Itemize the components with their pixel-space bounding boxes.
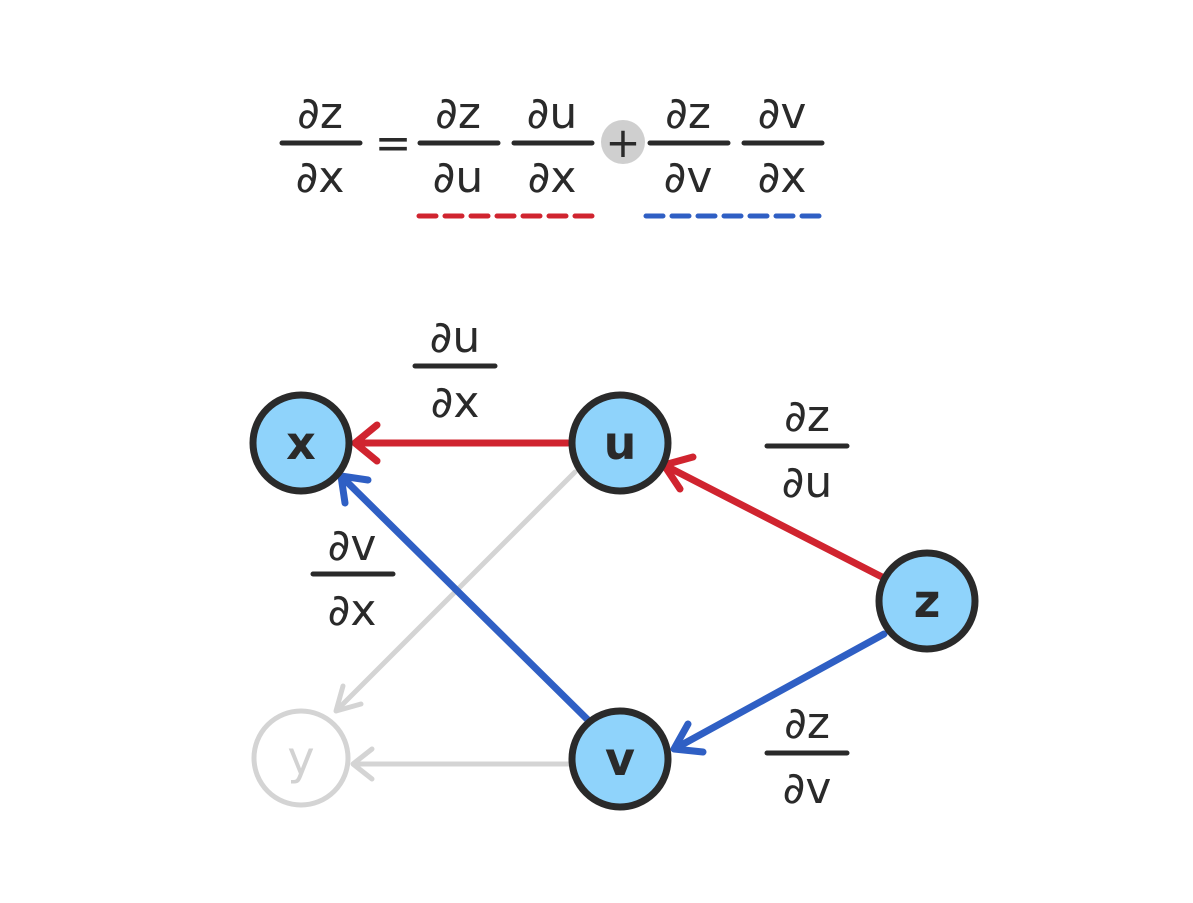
dv-dx-denominator: ∂x	[328, 585, 377, 636]
term1-a-numerator: ∂z	[435, 88, 481, 139]
edge-v-to-x-arrowhead	[337, 472, 372, 507]
chain-rule-equation: ∂z ∂x = ∂z ∂u ∂u ∂x + ∂z ∂v ∂v ∂x	[279, 88, 829, 219]
dz-dv-numerator: ∂z	[784, 698, 830, 749]
term2-b-numerator: ∂v	[758, 88, 807, 139]
node-x: x	[249, 391, 353, 495]
node-v: v	[568, 707, 672, 811]
node-y-label: y	[287, 731, 314, 785]
node-x-label: x	[286, 416, 316, 470]
dz-du-denominator: ∂u	[782, 457, 833, 508]
term1-b-numerator: ∂u	[527, 88, 578, 139]
edge-label-dv-dx: ∂v ∂x	[310, 520, 396, 636]
node-v-label: v	[605, 732, 635, 786]
node-z: z	[875, 549, 979, 653]
edge-z-to-u	[662, 462, 888, 582]
du-dx-denominator: ∂x	[431, 377, 480, 428]
edge-label-du-dx: ∂u ∂x	[412, 312, 498, 428]
node-y: y	[251, 708, 351, 808]
edge-u-to-y-arrowhead	[333, 683, 364, 714]
equals-sign: =	[375, 118, 412, 169]
node-z-label: z	[914, 574, 941, 628]
term1-b-denominator: ∂x	[528, 152, 577, 203]
edge-label-dz-dv: ∂z ∂v	[764, 698, 850, 814]
edge-v-to-x	[339, 474, 594, 726]
blue-path	[337, 472, 888, 756]
edge-z-to-v	[672, 630, 888, 752]
dz-du-numerator: ∂z	[784, 391, 830, 442]
node-x-circle	[249, 391, 353, 495]
dv-dx-numerator: ∂v	[328, 520, 377, 571]
du-dx-numerator: ∂u	[430, 312, 481, 363]
term2-b-denominator: ∂x	[758, 152, 807, 203]
lhs-numerator: ∂z	[297, 88, 343, 139]
node-y-circle	[251, 708, 351, 808]
edge-z-to-v-arrowhead	[670, 720, 707, 756]
edge-label-dz-du: ∂z ∂u	[764, 391, 850, 508]
term2-a-denominator: ∂v	[664, 152, 713, 203]
node-u: u	[568, 391, 672, 495]
node-z-circle	[875, 549, 979, 653]
node-v-circle	[568, 707, 672, 811]
edge-u-to-x-arrowhead	[351, 421, 381, 465]
lhs-denominator: ∂x	[296, 152, 345, 203]
edge-v-to-y-arrowhead	[350, 746, 375, 782]
red-path	[351, 421, 888, 582]
plus-badge	[601, 120, 645, 164]
plus-sign: +	[605, 118, 640, 167]
dz-dv-denominator: ∂v	[783, 763, 832, 814]
term2-a-numerator: ∂z	[665, 88, 711, 139]
node-u-circle	[568, 391, 672, 495]
term1-a-denominator: ∂u	[433, 152, 484, 203]
node-u-label: u	[604, 416, 637, 470]
